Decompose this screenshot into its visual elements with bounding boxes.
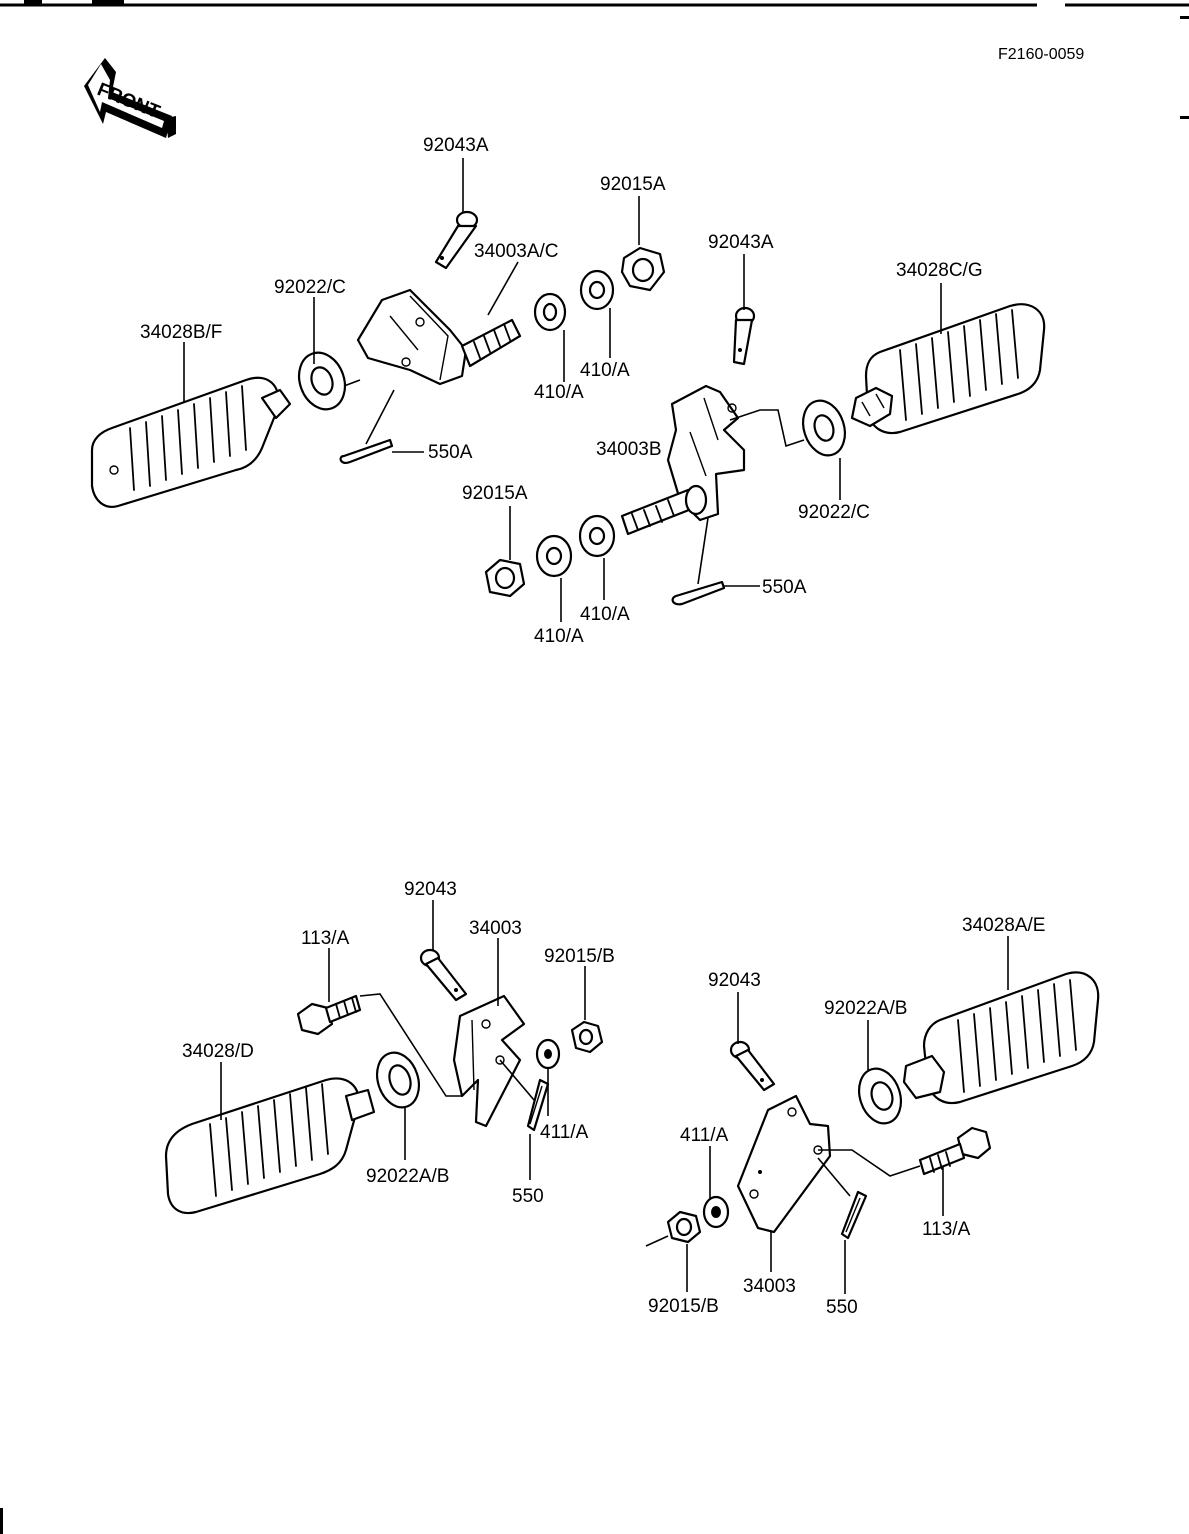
hex-nut bbox=[570, 1020, 604, 1054]
washer-large bbox=[858, 1067, 902, 1125]
washer-small bbox=[535, 1038, 561, 1070]
bracket bbox=[452, 994, 526, 1128]
footpeg-rubber bbox=[164, 1077, 376, 1215]
cotter-pin bbox=[526, 1078, 550, 1132]
footpeg-rubber bbox=[902, 971, 1100, 1105]
washer-large bbox=[297, 351, 347, 411]
bracket bbox=[356, 288, 522, 386]
label-clevis-pin: 92043A bbox=[708, 232, 774, 253]
label-washer-b: 410/A bbox=[580, 604, 630, 625]
label-nut: 92015A bbox=[600, 174, 666, 195]
label-footpeg: 34028B/F bbox=[140, 322, 222, 343]
label-nut: 92015/B bbox=[544, 946, 615, 967]
upper-right-assembly: 92043A 34028C/G 34003B 92022/C 92015A 41… bbox=[462, 232, 1046, 647]
label-bracket: 34003A/C bbox=[474, 241, 559, 262]
label-bracket: 34003 bbox=[469, 918, 522, 939]
label-clevis-pin: 92043A bbox=[423, 135, 489, 156]
label-small-washer: 411/A bbox=[680, 1125, 729, 1146]
label-washer-a: 410/A bbox=[534, 382, 584, 403]
washer-small-b bbox=[578, 514, 616, 558]
washer-small-b bbox=[579, 269, 615, 311]
label-washer: 92022/C bbox=[274, 277, 346, 298]
label-washer: 92022A/B bbox=[366, 1166, 449, 1187]
lower-right-assembly: 34028A/E 92043 92022A/B 411/A 113/A 3400… bbox=[645, 915, 1100, 1318]
diagram-code: F2160-0059 bbox=[998, 46, 1084, 63]
bolt bbox=[296, 994, 362, 1036]
label-cotter-pin: 550 bbox=[826, 1297, 858, 1318]
label-washer: 92022/C bbox=[798, 502, 870, 523]
clevis-pin bbox=[732, 306, 756, 366]
label-footpeg: 34028/D bbox=[182, 1041, 254, 1062]
label-small-washer: 411/A bbox=[540, 1122, 589, 1143]
label-cotter-pin: 550A bbox=[762, 577, 807, 598]
lower-left-assembly: 92043 34003 113/A 92015/B 34028/D 92022A… bbox=[164, 879, 615, 1215]
hex-nut bbox=[666, 1210, 702, 1244]
label-footpeg: 34028A/E bbox=[962, 915, 1045, 936]
clevis-pin bbox=[729, 1040, 776, 1092]
front-arrow-icon: FRONT bbox=[84, 58, 176, 138]
clevis-pin bbox=[434, 210, 479, 270]
label-nut: 92015A bbox=[462, 483, 528, 504]
cotter-pin bbox=[339, 438, 394, 464]
label-bolt: 113/A bbox=[922, 1219, 971, 1240]
cotter-pin bbox=[840, 1190, 868, 1240]
label-bracket: 34003 bbox=[743, 1276, 796, 1297]
label-washer: 92022A/B bbox=[824, 998, 907, 1019]
label-washer-b: 410/A bbox=[580, 360, 630, 381]
label-cotter-pin: 550 bbox=[512, 1186, 544, 1207]
label-bracket: 34003B bbox=[596, 439, 662, 460]
washer-small bbox=[702, 1195, 730, 1229]
footpeg-rubber bbox=[90, 376, 292, 508]
bolt bbox=[918, 1126, 992, 1176]
footpeg-rubber bbox=[850, 303, 1046, 435]
hex-nut bbox=[484, 558, 526, 598]
washer-small-a bbox=[533, 292, 567, 332]
label-cotter-pin: 550A bbox=[428, 442, 473, 463]
washer-small-a bbox=[535, 534, 573, 578]
clevis-pin bbox=[419, 948, 468, 1002]
label-clevis-pin: 92043 bbox=[404, 879, 457, 900]
label-footpeg: 34028C/G bbox=[896, 260, 983, 281]
label-nut: 92015/B bbox=[648, 1296, 719, 1317]
bracket bbox=[620, 384, 746, 536]
label-washer-a: 410/A bbox=[534, 626, 584, 647]
bracket bbox=[736, 1094, 832, 1234]
cotter-pin bbox=[671, 580, 726, 606]
washer-large bbox=[376, 1051, 420, 1109]
hex-nut bbox=[620, 246, 666, 292]
label-bolt: 113/A bbox=[301, 928, 350, 949]
upper-left-assembly: 34028B/F 92022/C 92043A 34003A/C 550A 41… bbox=[90, 135, 666, 508]
label-clevis-pin: 92043 bbox=[708, 970, 761, 991]
washer-large bbox=[802, 399, 846, 457]
